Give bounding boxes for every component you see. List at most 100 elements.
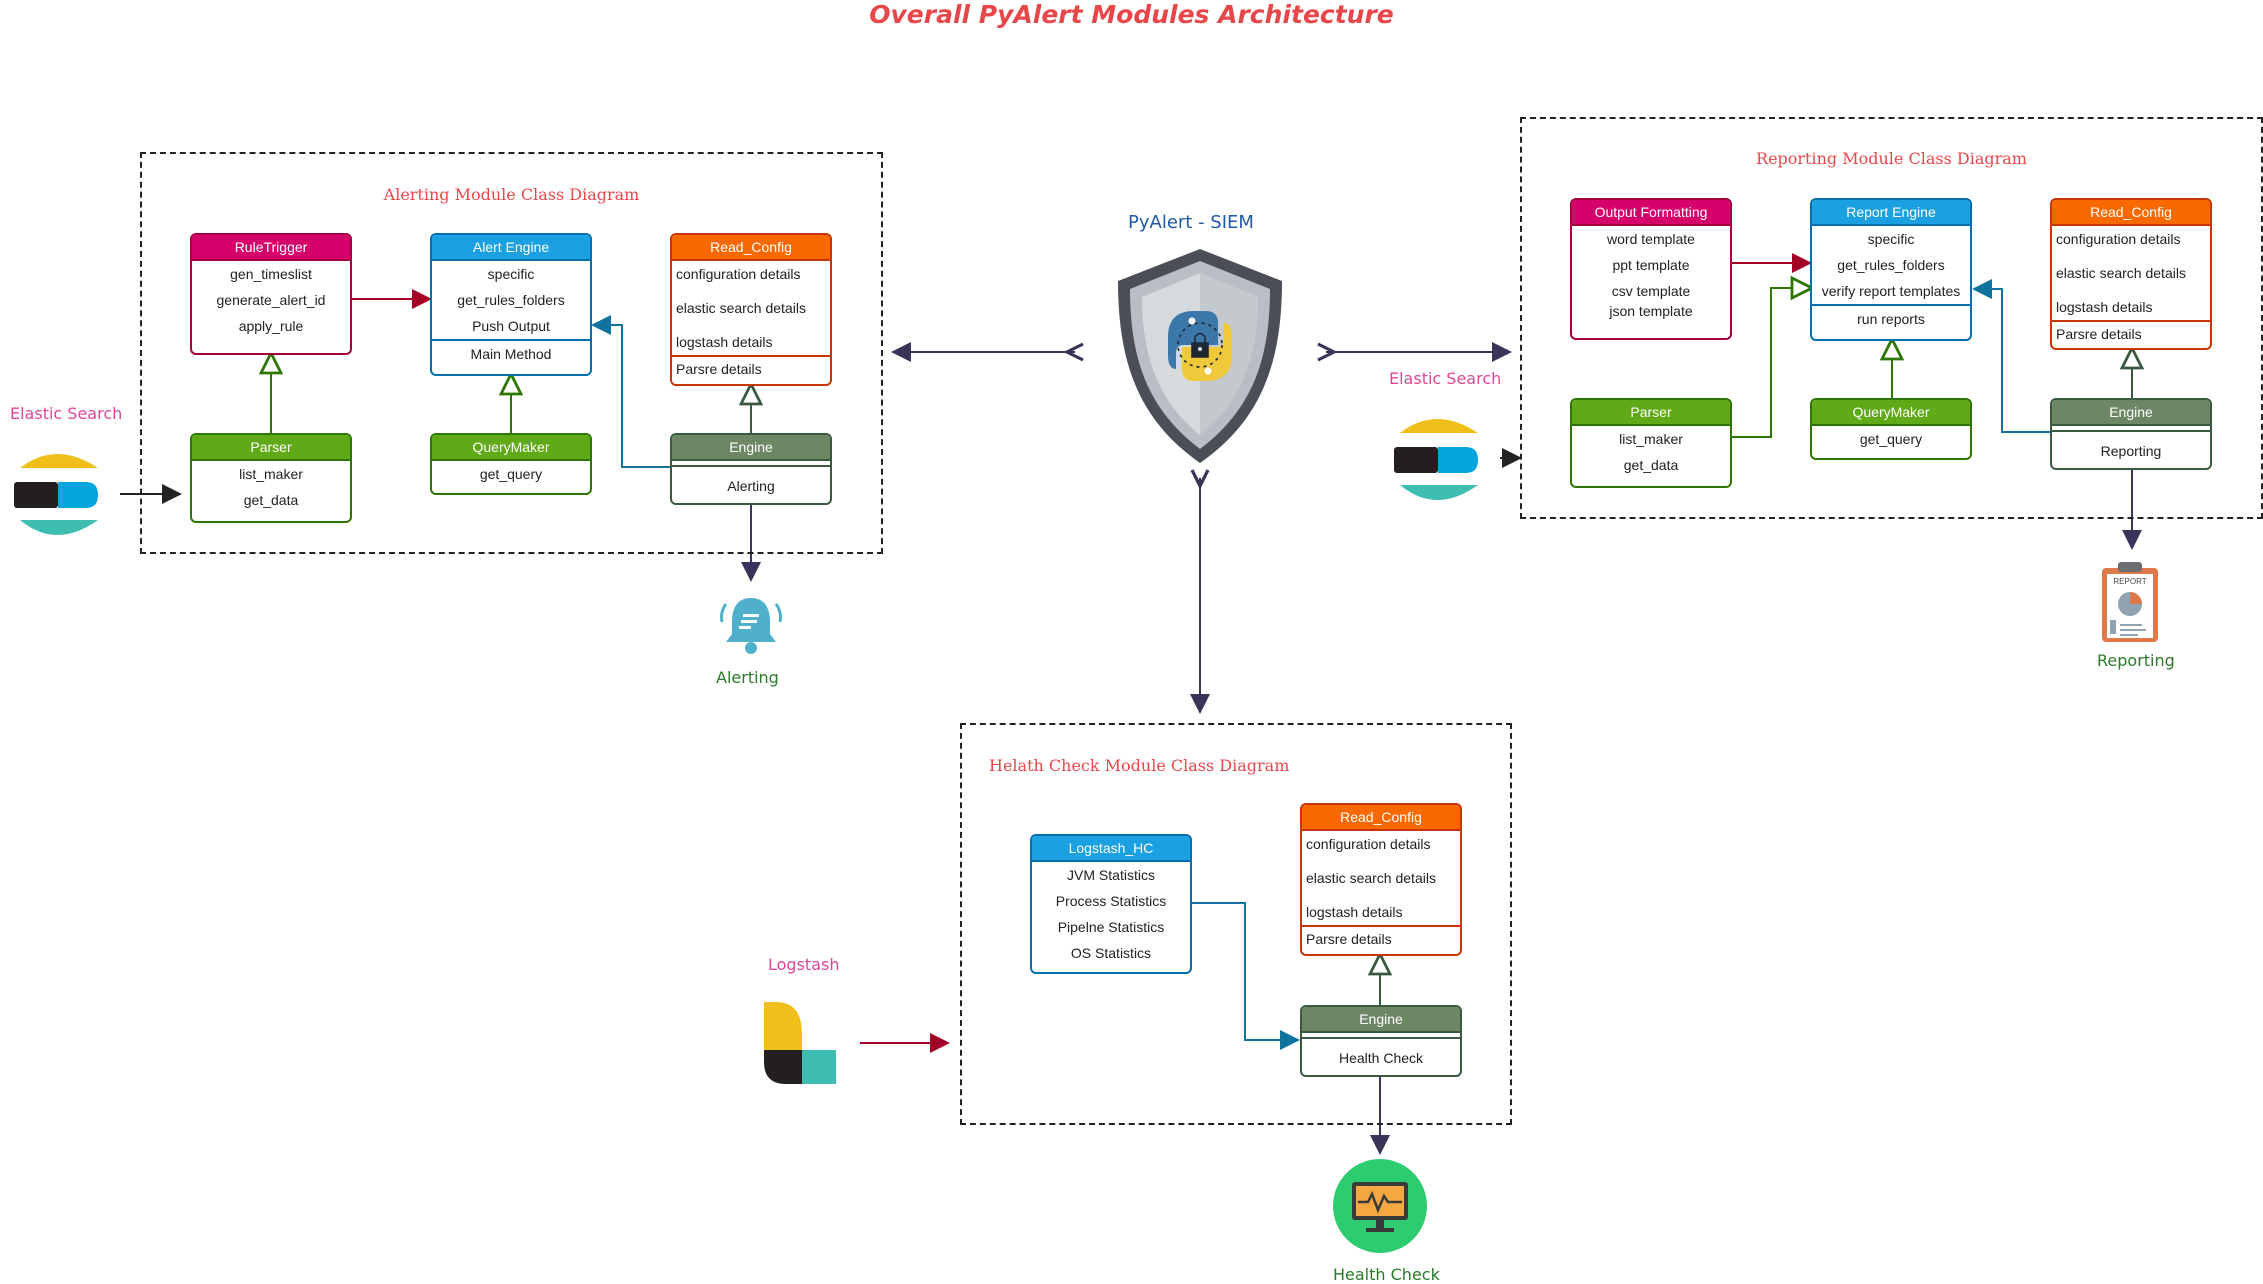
elastic-search-label-alerting: Elastic Search [10,404,123,423]
parser-item: list_maker [1619,431,1683,447]
reporting-module-title: Reporting Module Class Diagram [1756,149,2027,168]
read-config-class-alerting[interactable]: Read_Config configuration details elasti… [670,233,832,386]
report-engine-header: Report Engine [1812,200,1970,226]
parser-header: Parser [1572,400,1730,426]
alerting-module-title: Alerting Module Class Diagram [383,185,640,204]
read-config-item: elastic search details [2056,265,2186,281]
read-config-header: Read_Config [672,235,830,261]
bell-icon [720,598,782,654]
alert-engine-header: Alert Engine [432,235,590,261]
read-config-item: configuration details [676,266,801,282]
engine-class-reporting[interactable]: Engine Reporting [2050,398,2212,470]
report-engine-item: verify report templates [1821,283,1961,299]
querymaker-item: get_query [479,466,543,482]
ruletrigger-item: generate_alert_id [216,292,326,308]
parser-class-alerting[interactable]: Parser list_maker get_data [190,433,352,523]
logstash-hc-class[interactable]: Logstash_HC JVM Statistics Process Stati… [1030,834,1192,974]
report-clipboard-icon: REPORT [2102,562,2158,642]
output-formatting-header: Output Formatting [1572,200,1730,226]
ruletrigger-item: apply_rule [238,318,304,334]
read-config-method: Parsre details [672,355,830,381]
logstash-label: Logstash [768,955,840,974]
reporting-output-label: Reporting [2097,651,2175,670]
read-config-method: Parsre details [1302,925,1460,951]
engine-alertengine-link [591,315,688,477]
read-config-item: configuration details [2056,231,2181,247]
parser-class-reporting[interactable]: Parser list_maker get_data [1570,398,1732,488]
read-config-header: Read_Config [2052,200,2210,226]
engine-method: Health Check [1338,1050,1424,1066]
report-engine-item: get_rules_folders [1837,257,1945,273]
alert-engine-item: specific [487,266,535,282]
engine-header: Engine [672,435,830,461]
querymaker-class-alerting[interactable]: QueryMaker get_query [430,433,592,495]
engine-class-health[interactable]: Engine Health Check [1300,1005,1462,1077]
elasticsearch-icon [14,454,98,535]
output-formatting-item: word template [1607,231,1695,247]
ruletrigger-item: gen_timeslist [230,266,312,282]
read-config-class-reporting[interactable]: Read_Config configuration details elasti… [2050,198,2212,350]
health-monitor-icon [1333,1159,1427,1253]
output-formatting-item: json template [1609,303,1693,319]
alerting-output-label: Alerting [716,668,779,687]
health-module-box: Helath Check Module Class Diagram [960,723,1512,1125]
read-config-item: logstash details [2056,299,2153,315]
logstash-hc-item: OS Statistics [1070,945,1152,961]
elastic-search-label-reporting: Elastic Search [1389,369,1502,388]
ruletrigger-header: RuleTrigger [192,235,350,261]
elasticsearch-icon [1394,419,1478,500]
read-config-item: logstash details [1306,904,1403,920]
report-engine-method: run reports [1812,304,1970,332]
report-icon-text: REPORT [2113,577,2146,586]
engine-method: Reporting [2100,443,2162,459]
parser-item: get_data [1623,457,1679,473]
engine-header: Engine [2052,400,2210,426]
alert-engine-item: get_rules_folders [457,292,565,308]
logstash-icon [764,1002,836,1084]
ruletrigger-class[interactable]: RuleTrigger gen_timeslist generate_alert… [190,233,352,355]
parser-to-reportengine [1732,288,1810,438]
shield-icon [1118,249,1282,463]
alert-engine-item: Push Output [472,318,550,334]
read-config-item: configuration details [1306,836,1431,852]
read-config-item: elastic search details [676,300,806,316]
read-config-item: logstash details [676,334,773,350]
output-formatting-class[interactable]: Output Formatting word template ppt temp… [1570,198,1732,340]
logstash-hc-item: JVM Statistics [1067,867,1155,883]
engine-divider [1302,1037,1460,1045]
health-output-label: Health Check [1333,1265,1440,1284]
report-engine-class[interactable]: Report Engine specific get_rules_folders… [1810,198,1972,341]
engine-divider [2052,430,2210,438]
alert-engine-method: Main Method [432,339,590,367]
alert-engine-class[interactable]: Alert Engine specific get_rules_folders … [430,233,592,376]
report-engine-item: specific [1867,231,1915,247]
center-label: PyAlert - SIEM [1128,212,1254,233]
health-module-title: Helath Check Module Class Diagram [989,756,1290,775]
parser-item: get_data [243,492,299,508]
querymaker-item: get_query [1859,431,1923,447]
logstashhc-to-engine [1192,902,1300,1050]
read-config-header: Read_Config [1302,805,1460,831]
alerting-module-box: Alerting Module Class Diagram [140,152,883,554]
querymaker-header: QueryMaker [1812,400,1970,426]
engine-class-alerting[interactable]: Engine Alerting [670,433,832,505]
parser-header: Parser [192,435,350,461]
engine-header: Engine [1302,1007,1460,1033]
engine-divider [672,465,830,473]
read-config-item: elastic search details [1306,870,1436,886]
reporting-module-box: Reporting Module Class Diagram [1520,117,2263,519]
logstash-hc-header: Logstash_HC [1032,836,1190,862]
engine-reportengine-link [1972,279,2068,442]
output-formatting-item: ppt template [1612,257,1690,273]
read-config-class-health[interactable]: Read_Config configuration details elasti… [1300,803,1462,956]
logstash-hc-item: Pipelne Statistics [1057,919,1165,935]
parser-item: list_maker [239,466,303,482]
querymaker-class-reporting[interactable]: QueryMaker get_query [1810,398,1972,460]
read-config-method: Parsre details [2052,320,2210,346]
page-title: Overall PyAlert Modules Architecture [869,0,1394,29]
querymaker-header: QueryMaker [432,435,590,461]
engine-method: Alerting [727,478,775,494]
logstash-hc-item: Process Statistics [1055,893,1167,909]
output-formatting-item: csv template [1611,283,1691,299]
